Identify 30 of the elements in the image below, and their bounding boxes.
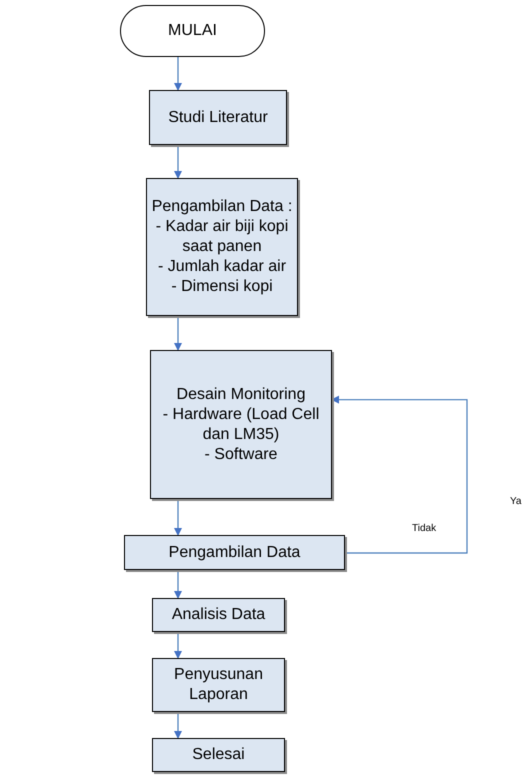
node-text: - Kadar air biji kopi saat panen bbox=[154, 217, 290, 257]
node-text: Penyusunan Laporan bbox=[173, 665, 264, 705]
process-box bbox=[146, 178, 298, 316]
note-label: Ya bbox=[510, 495, 522, 509]
node-text: Analisis Data bbox=[170, 605, 266, 625]
process-box bbox=[152, 658, 285, 712]
node-text: - Dimensi kopi bbox=[170, 277, 274, 297]
arrow bbox=[174, 632, 182, 659]
arrow bbox=[331, 396, 468, 554]
arrow bbox=[174, 570, 182, 599]
node-text: - Jumlah kadar air bbox=[156, 257, 288, 277]
process-box bbox=[150, 350, 332, 499]
terminal-shape bbox=[120, 5, 265, 57]
node-text: Selesai bbox=[191, 745, 246, 765]
arrow bbox=[174, 145, 182, 179]
process-box bbox=[149, 90, 287, 145]
arrow bbox=[174, 712, 182, 739]
node-text: Pengambilan Data : bbox=[150, 197, 294, 217]
node-text: - Hardware (Load Cell dan LM35) bbox=[162, 404, 320, 444]
node-text: Desain Monitoring bbox=[176, 384, 306, 404]
arrow bbox=[174, 57, 182, 91]
node-text: MULAI bbox=[167, 21, 218, 41]
process-box bbox=[124, 535, 345, 570]
node-text: - Software bbox=[204, 444, 278, 464]
process-box bbox=[152, 598, 285, 632]
arrow bbox=[174, 499, 182, 536]
arrow bbox=[174, 316, 182, 351]
node-text: Studi Literatur bbox=[167, 108, 269, 128]
process-box bbox=[152, 738, 285, 772]
node-text: Pengambilan Data bbox=[168, 542, 302, 562]
